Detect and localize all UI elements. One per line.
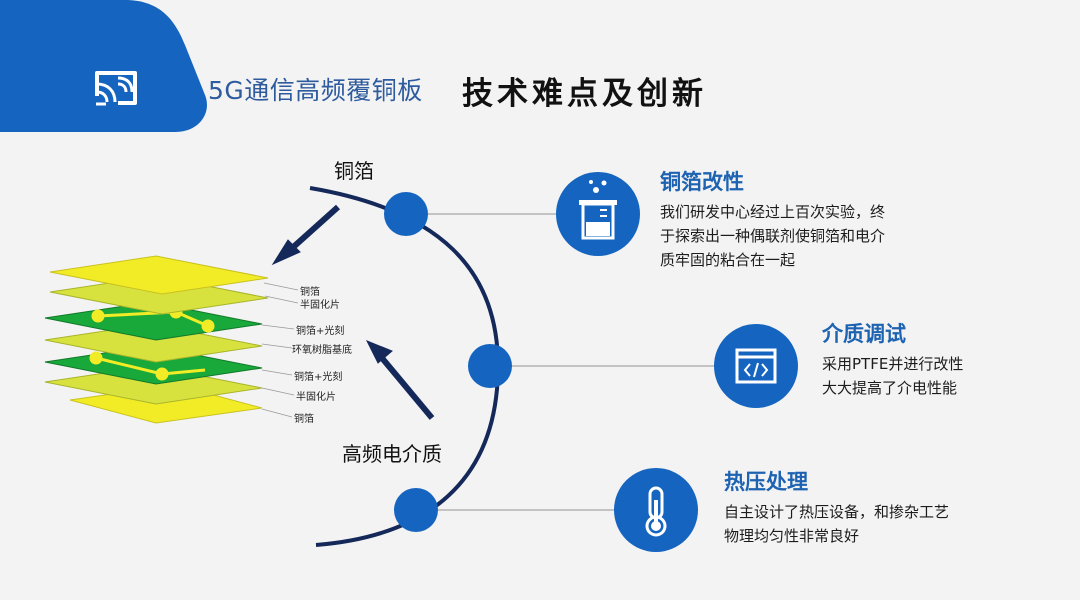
feature-desc-line: 自主设计了热压设备，和掺杂工艺	[724, 503, 950, 521]
node-label-dielectric: 高频电介质	[342, 442, 442, 466]
arc-node-middle	[468, 344, 512, 388]
feature-title-dielectric-tuning: 介质调试	[822, 322, 906, 346]
layer-label: 半固化片	[296, 392, 336, 403]
code-window-icon	[735, 348, 777, 384]
arc-node-bottom	[394, 488, 438, 532]
pcb-layer-stack	[44, 255, 269, 424]
arrow-bottom	[365, 340, 435, 420]
node-label-copper-foil: 铜箔	[334, 159, 374, 183]
layer-label: 铜箔	[294, 414, 314, 425]
beaker-icon	[579, 180, 617, 240]
layer-label: 半固化片	[300, 300, 340, 311]
feature-desc-dielectric-tuning: 采用PTFE并进行改性 大大提高了介电性能	[822, 352, 1022, 400]
thermometer-icon	[645, 486, 667, 537]
layer-label: 环氧树脂基底	[292, 345, 352, 356]
layer-label: 铜箔	[300, 287, 320, 298]
feature-desc-line: 采用PTFE并进行改性	[822, 355, 964, 373]
header-banner	[0, 0, 207, 132]
layer-leader-lines	[261, 282, 299, 418]
feature-desc-line: 于探索出一种偶联剂使铜箔和电介	[660, 227, 886, 245]
feature-title-hot-press: 热压处理	[724, 470, 808, 494]
feature-title-copper-modification: 铜箔改性	[660, 170, 744, 194]
feature-desc-line: 大大提高了介电性能	[822, 379, 958, 397]
feature-desc-line: 物理均匀性非常良好	[724, 527, 860, 545]
pcb-traces-bottom	[89, 351, 206, 381]
header-subtitle: 5G通信高频覆铜板	[208, 76, 423, 105]
screen-cast-waves	[117, 76, 134, 93]
feature-icon-circle-1	[556, 172, 640, 256]
pcb-layer-copper-top	[49, 255, 269, 295]
feature-desc-hot-press: 自主设计了热压设备，和掺杂工艺 物理均匀性非常良好	[724, 500, 1014, 548]
screen-cast-icon	[95, 71, 137, 106]
header-title: 技术难点及创新	[462, 76, 707, 112]
arc-node-top	[384, 192, 428, 236]
layer-label: 铜箔+光刻	[294, 372, 343, 383]
feature-desc-copper-modification: 我们研发中心经过上百次实验，终 于探索出一种偶联剂使铜箔和电介 质牢固的粘合在一…	[660, 200, 950, 272]
feature-desc-line: 质牢固的粘合在一起	[660, 251, 796, 269]
feature-desc-line: 我们研发中心经过上百次实验，终	[660, 203, 886, 221]
layer-label: 铜箔+光刻	[296, 326, 345, 337]
feature-icon-circle-2	[714, 324, 798, 408]
arrow-top	[271, 204, 341, 266]
